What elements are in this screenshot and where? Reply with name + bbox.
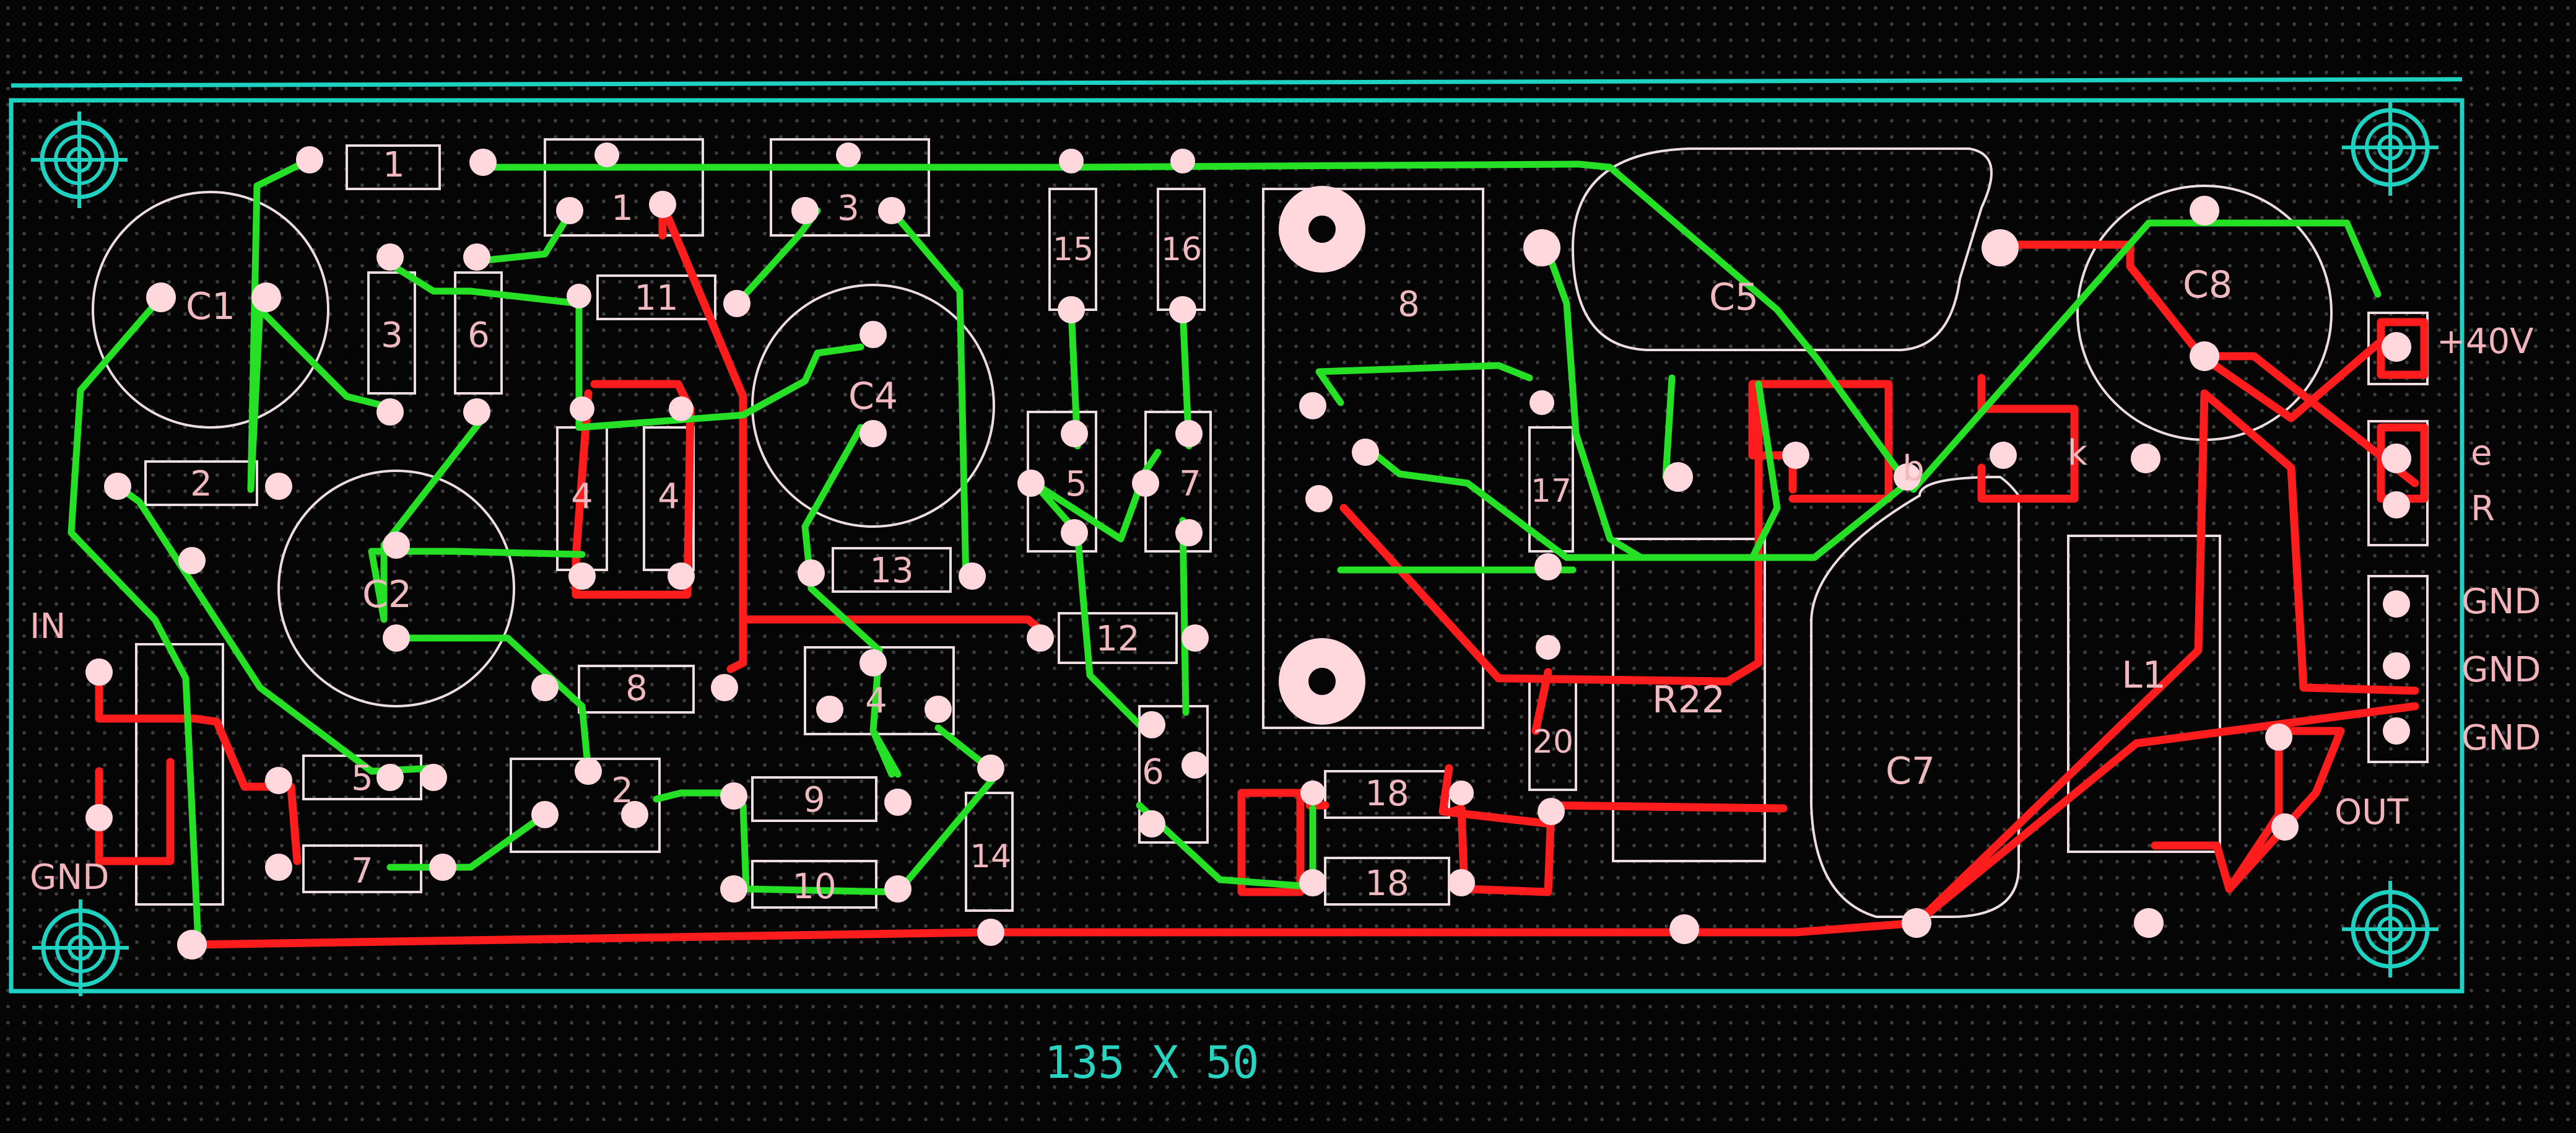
label-r1: 1 — [383, 145, 405, 185]
c1-outline — [92, 191, 329, 429]
c4-outline — [751, 284, 995, 528]
label-t7: 7 — [1179, 464, 1201, 504]
label-r15: 15 — [1053, 231, 1094, 268]
label-c2: C2 — [362, 573, 412, 616]
r22-outline — [1612, 538, 1766, 862]
board-outline — [9, 98, 2465, 994]
label-t6: 6 — [1142, 752, 1164, 792]
label-t4: 4 — [865, 681, 887, 721]
l1-outline — [2067, 535, 2221, 853]
r1-outline — [346, 144, 441, 190]
label-r18b: 18 — [1365, 864, 1409, 904]
gnd-pads-outline — [2367, 575, 2429, 763]
label-r4a: 4 — [571, 476, 593, 517]
r6-outline — [454, 271, 503, 395]
r10-outline — [751, 860, 877, 909]
r17-outline — [1528, 426, 1574, 553]
label-out: OUT — [2334, 792, 2409, 833]
label-r10: 10 — [792, 867, 836, 907]
label-k: k — [2068, 433, 2088, 473]
t1-outline — [544, 138, 704, 237]
r11-outline — [596, 274, 716, 320]
label-c7: C7 — [1886, 750, 1935, 793]
label-c5: C5 — [1709, 276, 1759, 319]
label-t3: 3 — [837, 188, 859, 229]
label-r8: 8 — [625, 668, 648, 709]
c7-outline — [1810, 475, 2020, 918]
label-r3: 3 — [381, 315, 403, 356]
r14-outline — [965, 792, 1014, 912]
label-r: R — [2471, 489, 2495, 529]
t3-outline — [770, 138, 930, 237]
r13-outline — [832, 547, 952, 593]
label-r6: 6 — [468, 315, 490, 356]
pads-layer — [85, 142, 2411, 960]
label-plus40v: +40V — [2437, 322, 2534, 362]
label-t5: 5 — [1065, 464, 1087, 504]
label-gnd-3: GND — [2461, 718, 2541, 758]
t6-outline — [1138, 705, 1209, 844]
label-r4b: 4 — [658, 476, 680, 517]
label-r13: 13 — [869, 551, 913, 591]
component-labels: 1 1 3 C1 3 6 11 C4 2 4 4 C2 13 12 8 4 5 … — [186, 145, 2232, 907]
board-outline-top — [11, 77, 2463, 88]
label-r20: 20 — [1533, 724, 1573, 761]
label-c4: C4 — [848, 375, 898, 418]
label-t8: 8 — [1398, 284, 1420, 325]
connector-labels: IN GND +40V e R GND GND GND OUT — [30, 322, 2541, 898]
r2-outline — [144, 460, 258, 506]
label-r9: 9 — [803, 780, 825, 820]
r4b-outline — [643, 426, 695, 571]
r9-outline — [751, 776, 877, 822]
label-c1: C1 — [186, 285, 235, 328]
label-c8: C8 — [2183, 263, 2232, 307]
label-r7: 7 — [351, 851, 373, 891]
r8-outline — [578, 665, 695, 714]
c2-outline — [277, 470, 515, 707]
r12-outline — [1058, 612, 1178, 664]
label-r14: 14 — [970, 838, 1011, 875]
r3-outline — [367, 271, 416, 395]
label-r18a: 18 — [1365, 774, 1409, 814]
input-jack-outline — [135, 643, 224, 906]
label-e: e — [2471, 433, 2492, 473]
label-r22: R22 — [1652, 678, 1725, 722]
label-t1: 1 — [611, 188, 633, 229]
t8-mount-holes — [1279, 186, 1365, 725]
label-in: IN — [30, 606, 66, 647]
label-gnd-2: GND — [2461, 650, 2541, 690]
t8-outline — [1262, 188, 1484, 729]
label-r2: 2 — [190, 464, 212, 504]
label-gnd-in: GND — [30, 857, 109, 898]
label-t2: 2 — [611, 771, 633, 811]
label-l1: L1 — [2121, 654, 2166, 697]
label-r5: 5 — [351, 758, 373, 798]
c5-outline — [1571, 147, 1993, 351]
label-r16: 16 — [1161, 231, 1202, 268]
label-r17: 17 — [1531, 473, 1572, 510]
label-r11: 11 — [634, 278, 678, 318]
label-b: b — [1902, 448, 1925, 489]
label-gnd-1: GND — [2461, 582, 2541, 622]
board-size-label: 135 X 50 — [1045, 1036, 1260, 1088]
top-copper-layer — [95, 200, 2429, 949]
label-r12: 12 — [1095, 619, 1139, 659]
